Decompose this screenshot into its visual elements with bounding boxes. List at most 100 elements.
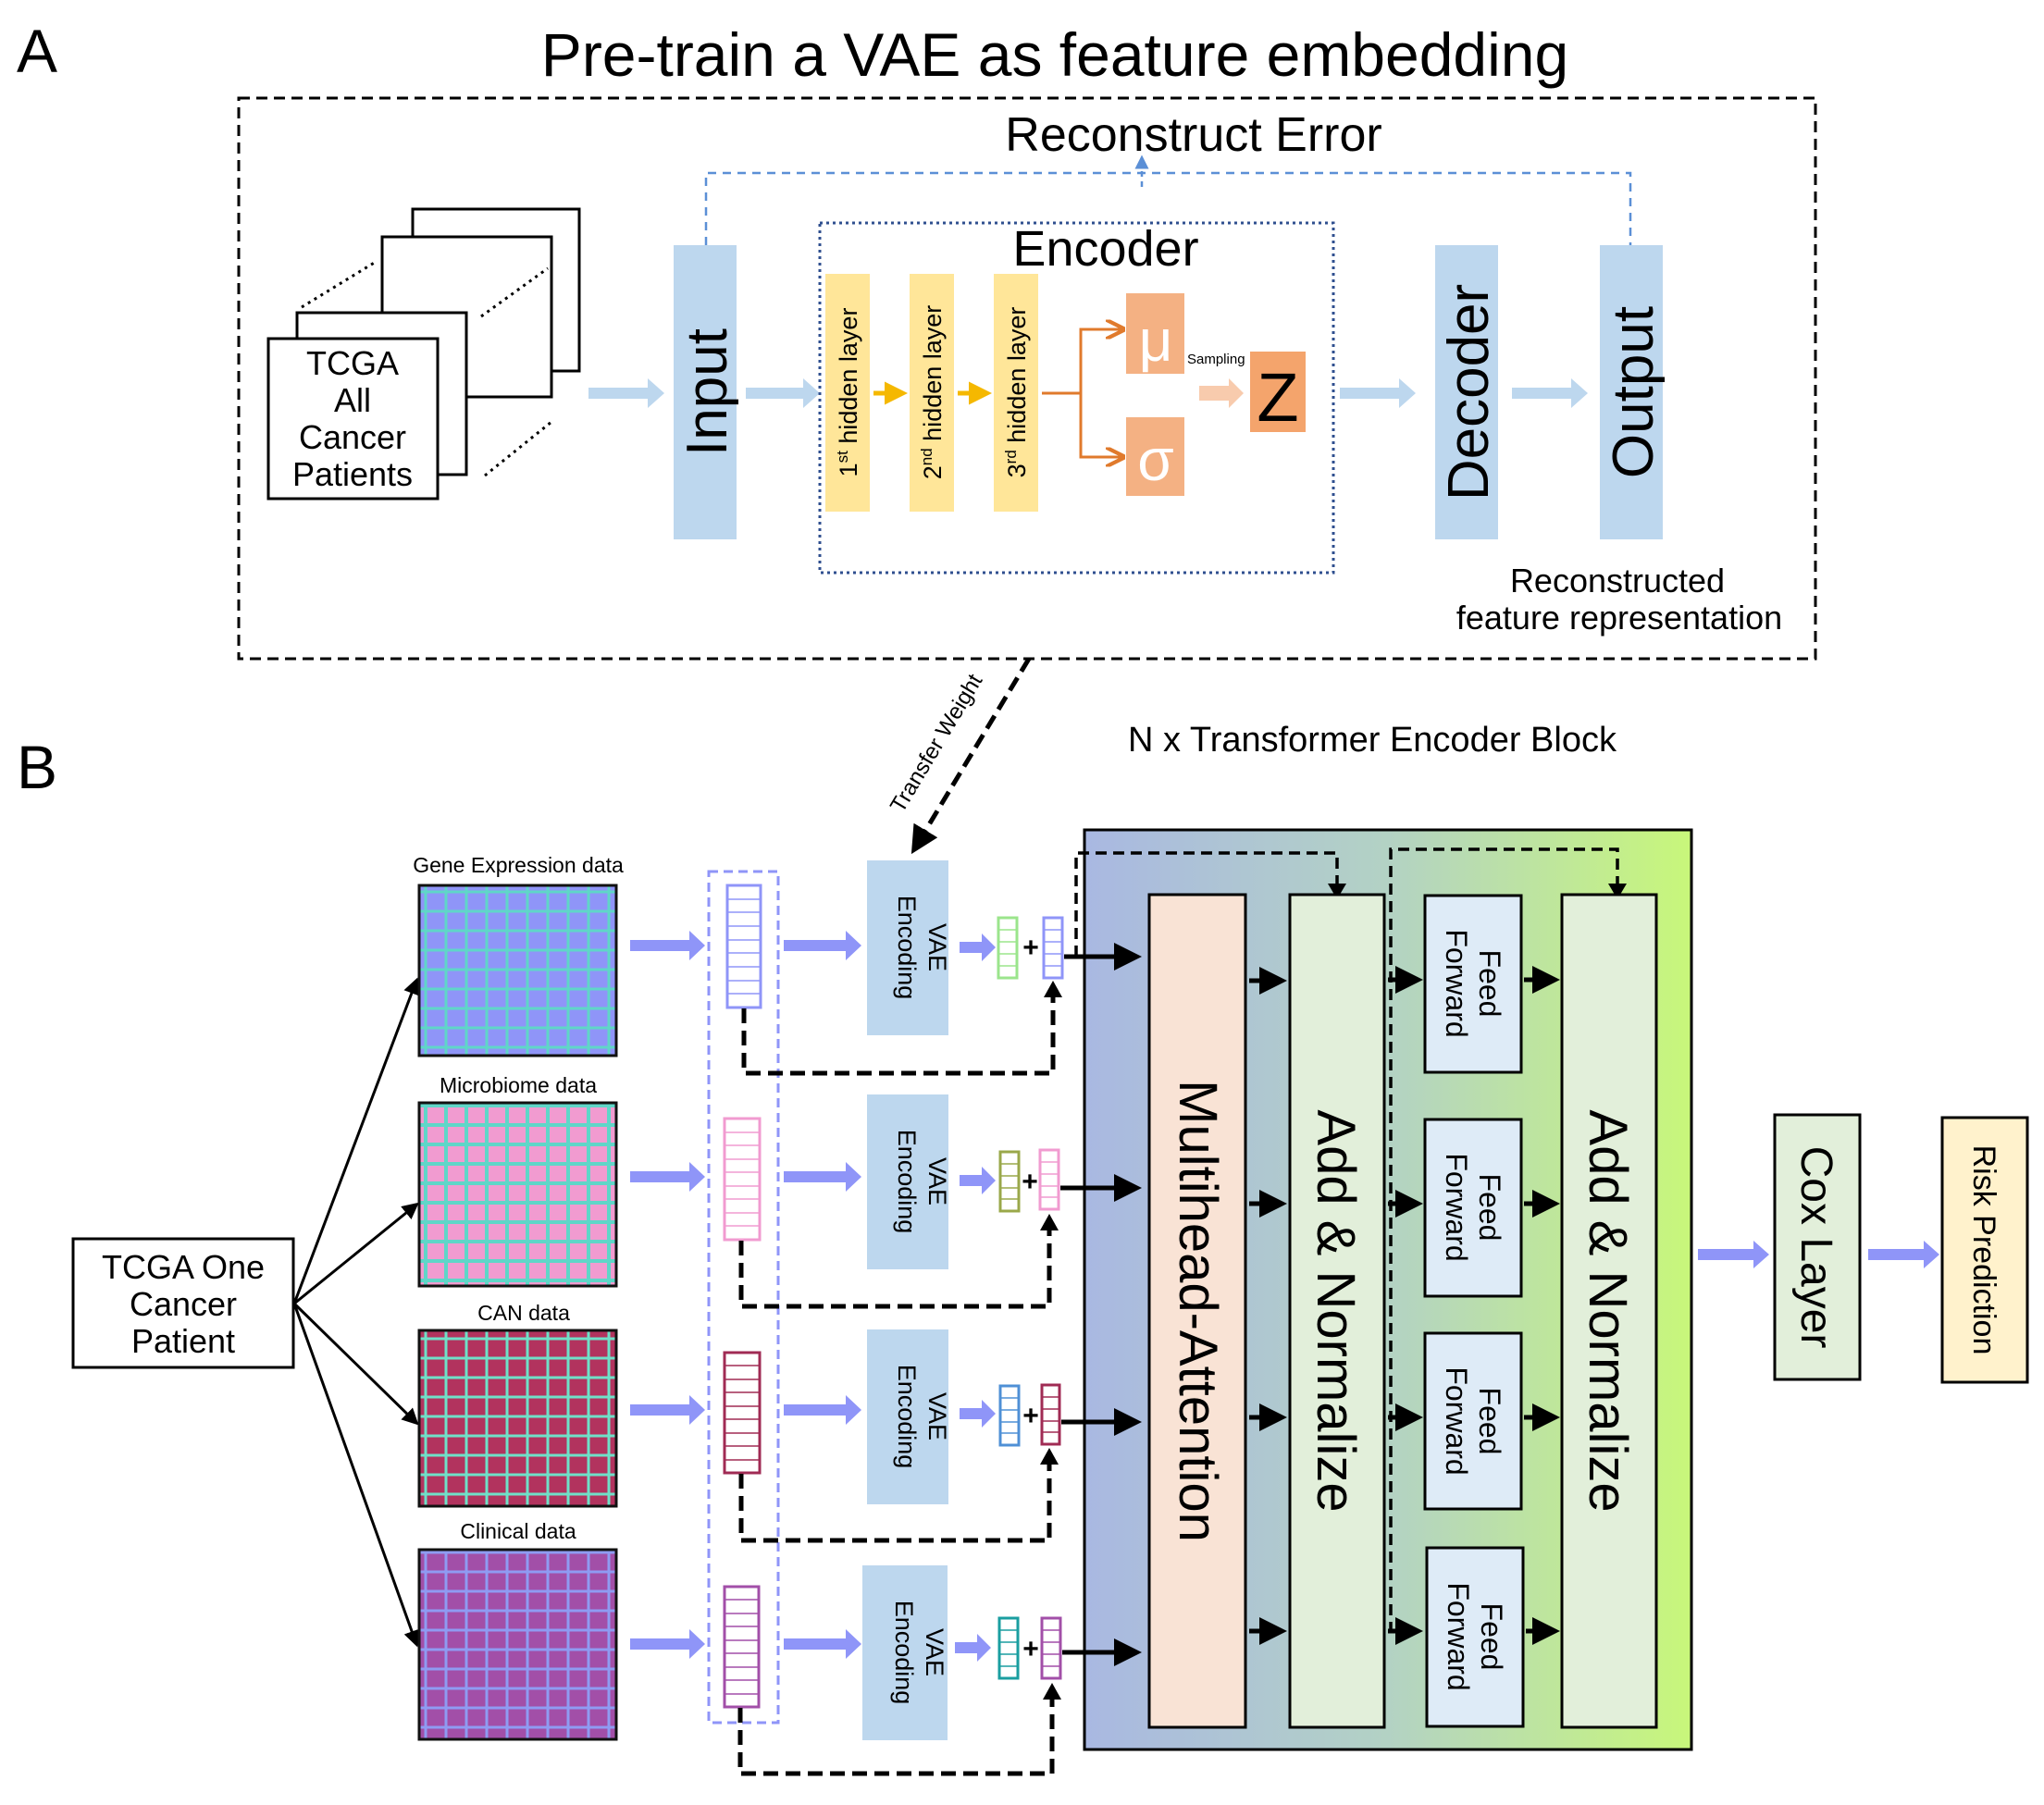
- clinical-label: Clinical data: [460, 1519, 576, 1543]
- svg-text:TCGA: TCGA: [306, 344, 399, 382]
- transformer-block-title: N x Transformer Encoder Block: [1128, 721, 1617, 760]
- gene-expression-grid: [417, 884, 618, 1057]
- svg-text:Cancer: Cancer: [299, 418, 406, 456]
- reconstructed-label-2: feature representation: [1456, 599, 1782, 637]
- can-label: CAN data: [477, 1301, 570, 1325]
- svg-text:Forward: Forward: [1440, 1153, 1473, 1261]
- vae-encoding-box-3: VAE Encoding: [867, 1329, 951, 1504]
- panel-b-flow-arrows: [630, 931, 1939, 1662]
- z-label: Z: [1257, 359, 1298, 436]
- sampling-arrow: [1199, 378, 1244, 408]
- cox-layer-label: Cox Layer: [1791, 1146, 1840, 1349]
- svg-text:VAE: VAE: [923, 1392, 951, 1440]
- multihead-attention-label: Multihead-Attention: [1168, 1080, 1228, 1542]
- svg-text:Encoding: Encoding: [893, 896, 921, 1000]
- svg-text:Forward: Forward: [1442, 1582, 1475, 1690]
- output-label: Output: [1602, 306, 1666, 478]
- feed-forward-box-3: Feed Forward: [1423, 1331, 1523, 1511]
- clinical-grid: [417, 1548, 618, 1741]
- hidden-layer-1: [825, 274, 870, 512]
- sigma-label: σ: [1137, 427, 1174, 493]
- add-normalize-label-1: Add & Normalize: [1306, 1109, 1366, 1512]
- panel-a-flow-arrows: [588, 378, 1588, 408]
- encoder-frame: [818, 221, 1335, 575]
- svg-text:VAE: VAE: [923, 1157, 951, 1205]
- vae-encoding-box-2: VAE Encoding: [867, 1094, 951, 1269]
- svg-text:+: +: [1022, 1634, 1039, 1664]
- feed-forward-box-2: Feed Forward: [1423, 1118, 1523, 1298]
- svg-text:TCGA One: TCGA One: [102, 1248, 265, 1286]
- skip-arrowheads: [1040, 981, 1062, 1700]
- residual-1-arrowhead: [1328, 884, 1346, 899]
- reconstruct-loop-line: [704, 171, 1632, 245]
- svg-text:Patient: Patient: [131, 1322, 235, 1360]
- skip-connections: [737, 995, 1056, 1776]
- svg-text:+: +: [1022, 1167, 1038, 1197]
- feed-forward-box-1: Feed Forward: [1423, 894, 1523, 1074]
- fan-out-arrows: [292, 977, 420, 1648]
- hidden-layer-2-label: 2nd hidden layer: [918, 305, 947, 480]
- gene-expression-label: Gene Expression data: [413, 853, 624, 877]
- risk-prediction-box: [1940, 1116, 2029, 1384]
- input-label: Input: [675, 328, 739, 456]
- risk-prediction-label: Risk Prediction: [1966, 1145, 2001, 1355]
- clinical-input-vector: [723, 1585, 761, 1709]
- svg-text:Encoding: Encoding: [890, 1601, 918, 1705]
- patient-stack-label: TCGA All Cancer Patients: [292, 344, 413, 493]
- svg-text:Patients: Patients: [292, 455, 413, 493]
- embedding-pair-2: [998, 1148, 1060, 1213]
- reconstructed-label-1: Reconstructed: [1510, 562, 1725, 600]
- feed-forward-box-4: Feed Forward: [1425, 1546, 1525, 1728]
- svg-text:Feed: Feed: [1475, 1603, 1508, 1671]
- transfer-weight-arrow: [911, 657, 1032, 855]
- residual-1-line: [1074, 851, 1339, 957]
- svg-text:+: +: [1022, 933, 1039, 963]
- one-patient-label: TCGA One Cancer Patient: [102, 1248, 265, 1360]
- hidden-layer-3: [994, 274, 1038, 512]
- residual-2-line: [1389, 847, 1619, 1633]
- cox-layer-box: [1773, 1113, 1862, 1381]
- embedding-pair-1: [997, 916, 1064, 980]
- add-normalize-label-2: Add & Normalize: [1578, 1109, 1638, 1512]
- input-vectors-frame: [707, 870, 780, 1725]
- svg-text:Encoding: Encoding: [893, 1365, 921, 1469]
- embedding-pair-4: [997, 1616, 1062, 1680]
- svg-text:VAE: VAE: [921, 1628, 948, 1676]
- svg-text:Feed: Feed: [1473, 1174, 1506, 1242]
- add-normalize-box-2: [1560, 893, 1658, 1729]
- panel-a-title: Pre-train a VAE as feature embedding: [541, 20, 1568, 89]
- addnorm-to-ff-arrows: [1388, 966, 1423, 1645]
- microbiome-label: Microbiome data: [440, 1073, 597, 1097]
- svg-text:Encoding: Encoding: [893, 1130, 921, 1234]
- reconstruct-error-label: Reconstruct Error: [1005, 108, 1381, 162]
- input-box: [674, 245, 737, 539]
- decoder-label: Decoder: [1437, 284, 1501, 501]
- sampling-label: Sampling: [1187, 352, 1245, 367]
- patient-stack: [266, 207, 581, 501]
- svg-text:Forward: Forward: [1440, 1366, 1473, 1475]
- transfer-weight-label: Transfer Weight: [886, 670, 988, 817]
- gene-input-vector: [725, 884, 762, 1009]
- embedding-pair-3: [998, 1383, 1061, 1447]
- encoder-label: Encoder: [1012, 221, 1198, 277]
- add-normalize-box-1: [1288, 893, 1386, 1729]
- panel-a-letter: A: [17, 17, 57, 85]
- can-grid: [417, 1329, 618, 1508]
- svg-text:Cancer: Cancer: [130, 1285, 237, 1323]
- output-box: [1600, 245, 1663, 539]
- vae-encoding-box-4: VAE Encoding: [862, 1565, 948, 1740]
- z-box: [1250, 352, 1306, 432]
- mha-to-addnorm-arrows: [1249, 967, 1287, 1645]
- microbiome-input-vector: [723, 1117, 762, 1242]
- multihead-attention-box: [1147, 893, 1247, 1729]
- vae-encoding-box-1: VAE Encoding: [867, 860, 951, 1035]
- one-patient-box: [71, 1237, 295, 1369]
- svg-text:Feed: Feed: [1473, 950, 1506, 1018]
- microbiome-grid: [417, 1101, 618, 1288]
- svg-text:All: All: [334, 381, 371, 419]
- svg-text:Feed: Feed: [1473, 1388, 1506, 1455]
- svg-text:VAE: VAE: [923, 923, 951, 971]
- decoder-box: [1435, 245, 1498, 539]
- hidden-layer-2: [910, 274, 954, 512]
